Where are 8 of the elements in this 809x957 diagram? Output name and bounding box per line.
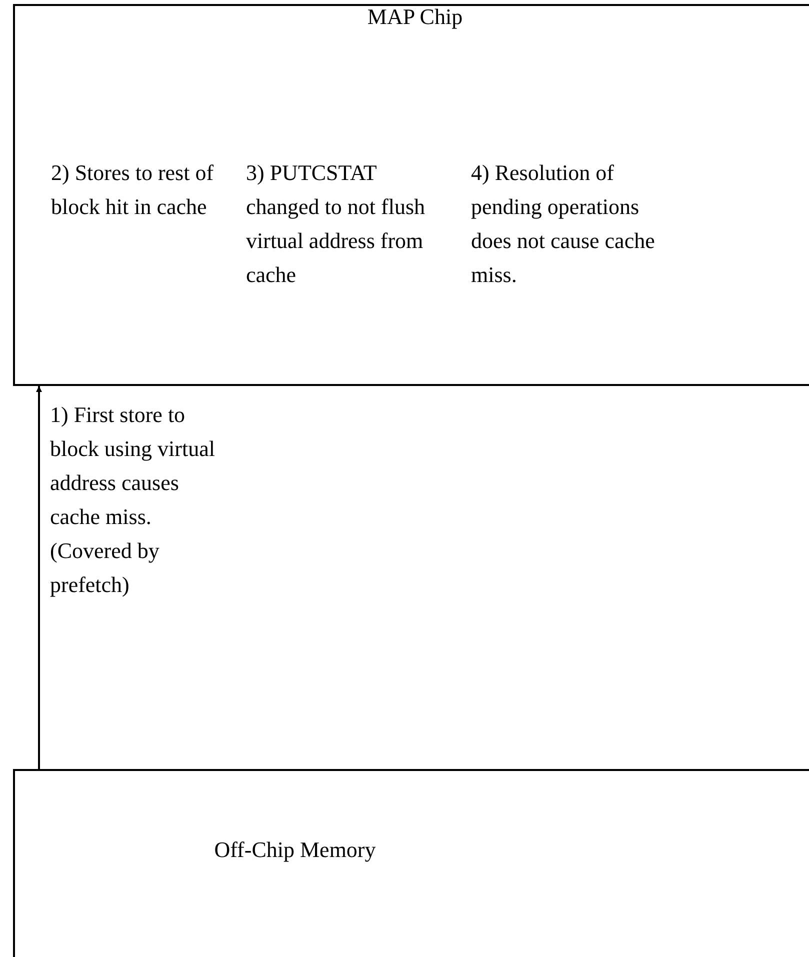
note-text: 2) Stores to rest of block hit in cache: [51, 159, 215, 221]
chip-box: [13, 4, 809, 386]
memory-box: [13, 769, 809, 957]
box-title: Off-Chip Memory: [213, 836, 377, 864]
note-text: 4) Resolution of pending operations does not cause cache miss.: [471, 159, 656, 289]
edge-label: 1) First store to block using virtual address causes cache miss. (Covered by prefetch): [50, 400, 215, 599]
box-title: MAP Chip: [366, 3, 464, 31]
note-text: 3) PUTCSTAT changed to not flush virtual address from cache: [246, 159, 426, 289]
